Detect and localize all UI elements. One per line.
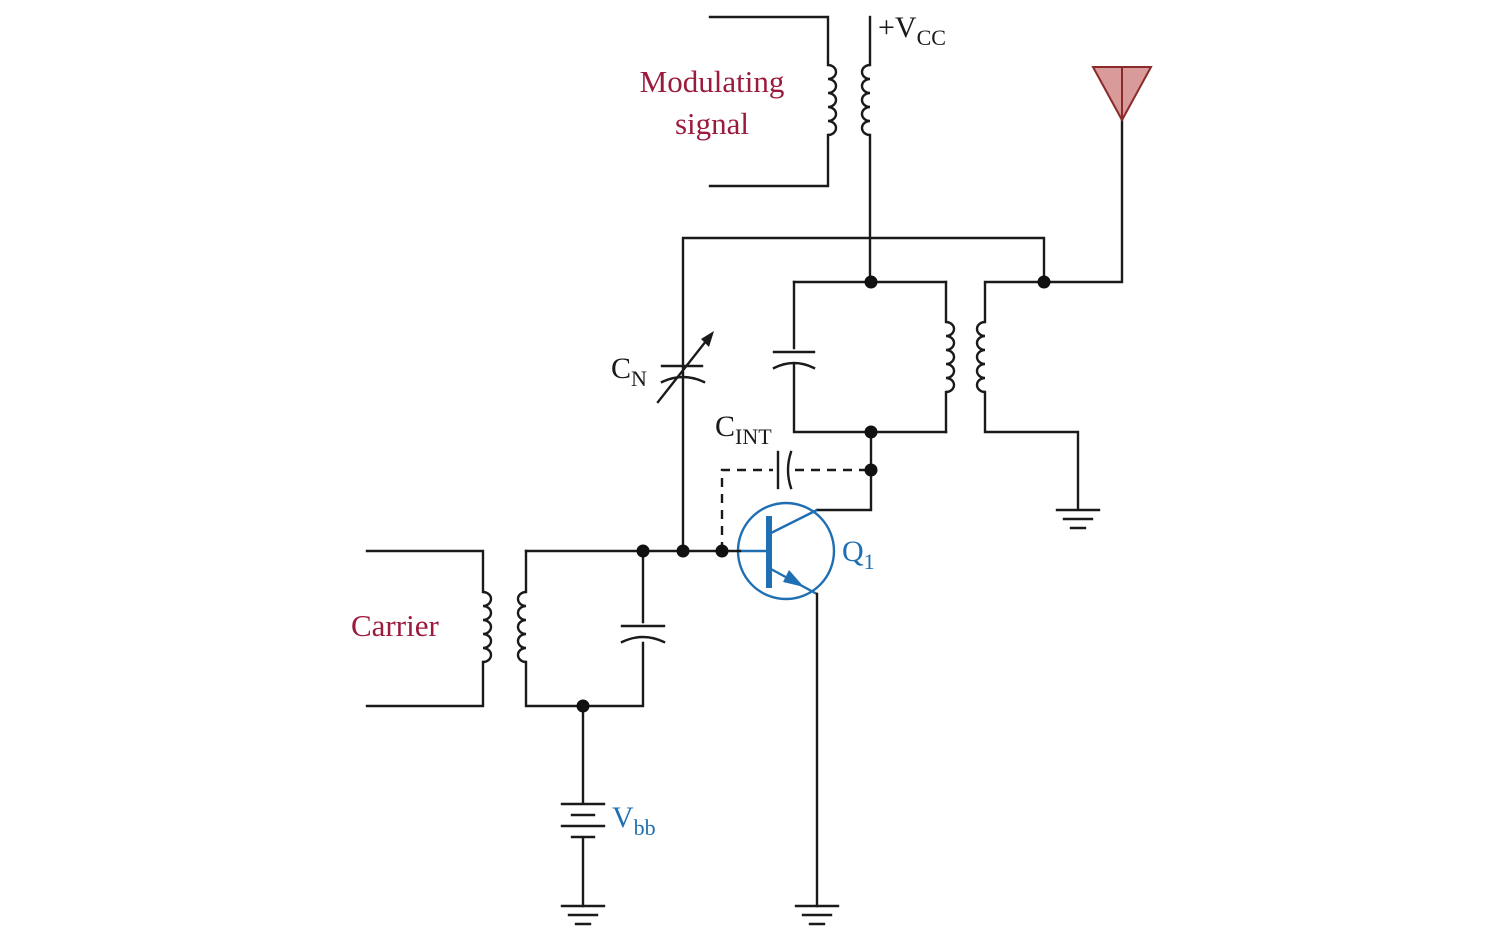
- transistor-collector-lead: [768, 508, 818, 536]
- emitter-arrow-icon: [783, 570, 804, 587]
- modulating-primary-bottom-wire: [708, 133, 830, 188]
- ground-icon-output: [1055, 508, 1101, 530]
- antenna-feed-wire: [1042, 118, 1124, 284]
- junction-dot: [636, 544, 650, 558]
- cint-label: CINT: [715, 410, 772, 449]
- output-secondary-bottom-wire: [983, 390, 1080, 510]
- output-secondary: [975, 118, 1124, 510]
- carrier-secondary-bottom-wire: [524, 641, 645, 708]
- battery-icon: [560, 802, 606, 839]
- junction-dot: [676, 544, 690, 558]
- neutralizing-capacitor-cn: [656, 331, 714, 404]
- modulating-primary-top-wire: [708, 15, 830, 67]
- modulating-secondary-coil: [860, 63, 871, 137]
- modulating-primary-coil: [827, 63, 838, 137]
- vbb-label: Vbb: [612, 801, 656, 840]
- modulating-signal-label-line2: signal: [675, 106, 749, 141]
- output-secondary-top-wire: [983, 280, 1046, 324]
- junction-dot: [864, 463, 878, 477]
- junction-dot: [864, 425, 878, 439]
- cint-dashed-left: [720, 468, 773, 551]
- tank-bottom-wire: [792, 362, 948, 434]
- vcc-label: +VCC: [878, 11, 946, 50]
- junction-dot: [576, 699, 590, 713]
- junction-dots: [576, 275, 1051, 713]
- carrier-primary-top-wire: [365, 549, 485, 594]
- carrier-label: Carrier: [351, 608, 439, 643]
- modulating-transformer: [708, 15, 872, 284]
- carrier-primary-coil: [482, 590, 493, 664]
- junction-dot: [715, 544, 729, 558]
- ground-icon-emitter: [794, 904, 840, 926]
- output-tank-circuit: [772, 280, 956, 434]
- q1-label: Q1: [842, 535, 875, 574]
- modulating-signal-label-line1: Modulating: [640, 64, 785, 99]
- cint-plate-curved: [786, 450, 793, 490]
- carrier-secondary-coil: [516, 590, 527, 664]
- tank-primary-coil: [945, 320, 956, 394]
- ground-icon-bias: [560, 904, 606, 926]
- output-secondary-coil: [975, 320, 986, 394]
- junction-dot: [864, 275, 878, 289]
- antenna-icon: [1091, 66, 1153, 123]
- junction-dot: [1037, 275, 1051, 289]
- carrier-primary-bottom-wire: [365, 660, 485, 708]
- neutralization-loop-wire: [681, 236, 1046, 553]
- transistor-q1: [736, 501, 836, 601]
- cn-label: CN: [611, 352, 647, 391]
- collector-wire: [815, 430, 873, 512]
- carrier-capacitor-plate-curved: [620, 635, 666, 644]
- carrier-transformer: [365, 549, 666, 708]
